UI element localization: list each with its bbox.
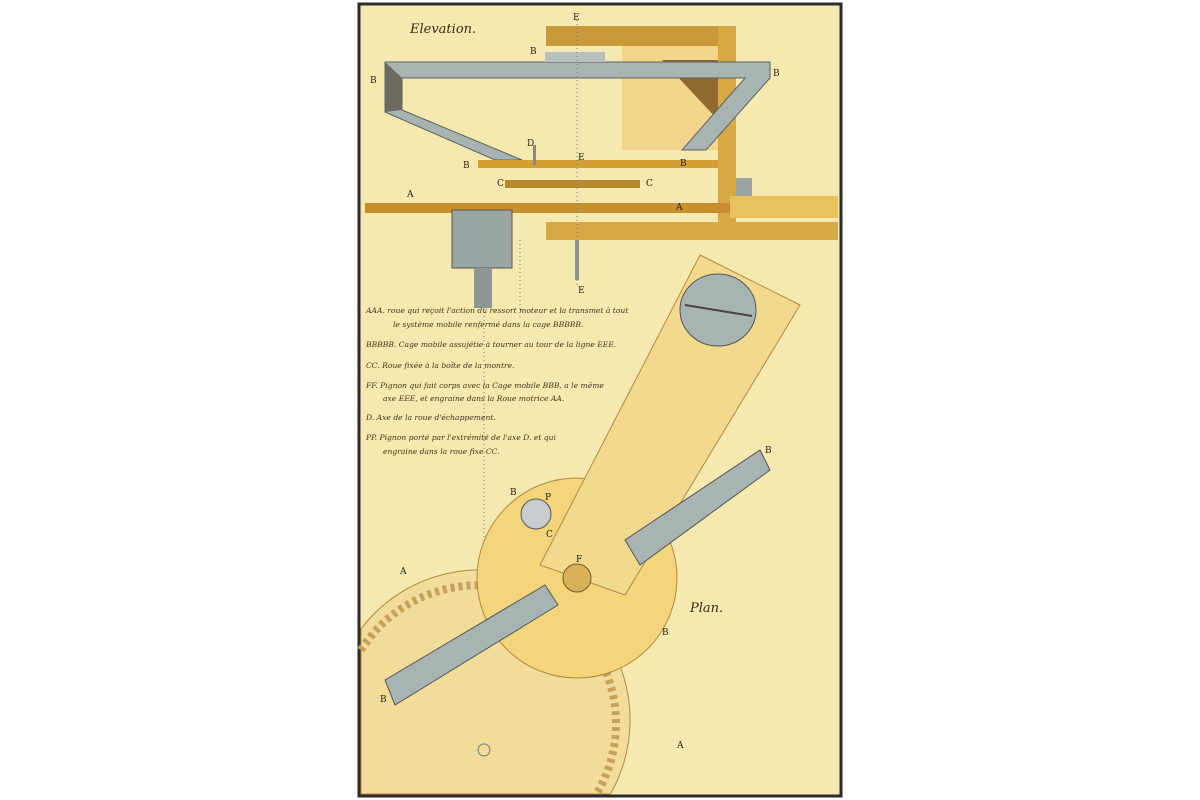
- pivot: [477, 743, 491, 757]
- cage-hub: [545, 52, 605, 62]
- label-a: A: [399, 567, 407, 577]
- legend-line: D. Axe de la roue d'échappement.: [365, 413, 496, 422]
- screw-slot: [684, 304, 753, 317]
- legend-line: PP. Pignon porté par l'extrémité de l'ax…: [365, 433, 557, 442]
- elevation-title: Elevation.: [409, 22, 476, 37]
- elevation-view: [365, 20, 838, 750]
- label-c: C: [546, 530, 553, 540]
- label-a: A: [676, 741, 684, 751]
- legend-line: CC. Roue fixée à la boîte de la montre.: [366, 361, 515, 370]
- lower-bridge: [546, 222, 838, 240]
- legend-line: AAA. roue qui reçoit l'action du ressort…: [365, 306, 629, 315]
- label-f: F: [576, 555, 582, 565]
- frame-bar: [730, 196, 838, 218]
- label-b: B: [370, 76, 377, 86]
- label-b: B: [773, 69, 780, 79]
- cage-b: [384, 61, 771, 161]
- cage-shadow: [385, 62, 402, 112]
- pinion-f: [562, 563, 592, 593]
- plan-title: Plan.: [689, 601, 723, 616]
- wheel-a: [365, 203, 838, 213]
- cage-arm-left: [384, 584, 559, 706]
- label-a: A: [406, 190, 414, 200]
- label-c: C: [497, 179, 504, 189]
- block: [736, 178, 752, 196]
- label-b: B: [680, 159, 687, 169]
- label-b: B: [380, 695, 387, 705]
- letter-labels: E B B B D E B B C C A A E B B P C F A B …: [370, 13, 780, 751]
- label-p: P: [545, 493, 551, 503]
- legend-line: le système mobile renfermé dans la cage …: [393, 320, 583, 329]
- label-e: E: [578, 153, 585, 163]
- legend-line: BBBBB. Cage mobile assujétie à tourner a…: [365, 340, 616, 349]
- top-bridge: [546, 26, 736, 46]
- label-a: A: [675, 203, 683, 213]
- legend: AAA. roue qui reçoit l'action du ressort…: [365, 306, 629, 456]
- legend-line: engraine dans la roue fixe CC.: [383, 447, 500, 456]
- legend-line: FF. Pignon qui fait corps avec la Cage m…: [365, 381, 604, 390]
- cage-arm-right: [624, 449, 771, 566]
- label-b: B: [662, 628, 669, 638]
- legend-line: axe EEE, et engraine dans la Roue motric…: [383, 394, 564, 403]
- axis-d: [533, 145, 536, 165]
- label-c: C: [646, 179, 653, 189]
- label-b: B: [510, 488, 517, 498]
- label-b: B: [530, 47, 537, 57]
- label-e: E: [573, 13, 580, 23]
- plan-view: [357, 254, 801, 797]
- arbor-block: [451, 209, 513, 269]
- label-b: B: [463, 161, 470, 171]
- wheel-c: [505, 180, 640, 188]
- pinion-p: [520, 498, 552, 530]
- wheel-a-teeth: [357, 581, 620, 797]
- label-b: B: [765, 446, 772, 456]
- cage-plate: [478, 160, 718, 168]
- arbor: [474, 268, 492, 308]
- label-e: E: [578, 286, 585, 296]
- label-d: D: [527, 139, 534, 149]
